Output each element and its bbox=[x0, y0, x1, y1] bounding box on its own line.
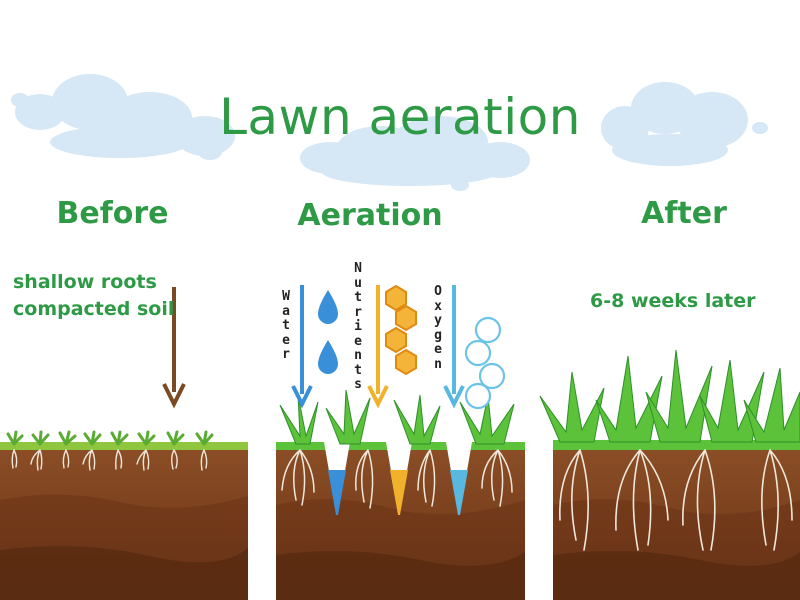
panel-heading-aeration: Aeration bbox=[297, 198, 443, 233]
before-note-shallow-roots: shallow roots bbox=[13, 271, 157, 293]
nutrients-arrow bbox=[367, 285, 389, 409]
cloud-right bbox=[601, 82, 768, 166]
panel-heading-after: After bbox=[641, 196, 727, 231]
after-note-weeks-later: 6-8 weeks later bbox=[590, 290, 756, 312]
aeration-grass bbox=[279, 389, 515, 445]
before-shallow-roots bbox=[11, 449, 208, 471]
before-note-compacted-soil: compacted soil bbox=[13, 298, 175, 320]
water-arrow bbox=[291, 285, 313, 409]
after-soil-block bbox=[553, 440, 800, 600]
before-shallow-grass bbox=[6, 430, 214, 446]
before-down-arrow bbox=[162, 287, 186, 409]
aeration-roots bbox=[281, 449, 513, 509]
aeration-core-holes bbox=[324, 442, 472, 515]
oxygen-arrow bbox=[443, 285, 465, 409]
before-soil-block bbox=[0, 442, 248, 600]
nutrient-hexagon-icon bbox=[385, 284, 417, 376]
after-lush-grass bbox=[539, 349, 800, 443]
panel-heading-before: Before bbox=[56, 196, 169, 231]
oxygen-bubble-icon bbox=[464, 316, 506, 410]
diagram-title: Lawn aeration bbox=[219, 88, 581, 146]
water-droplet-icon bbox=[318, 290, 338, 374]
cloud-left bbox=[11, 74, 235, 160]
cloud-center bbox=[300, 116, 530, 191]
after-deep-roots bbox=[559, 449, 793, 551]
